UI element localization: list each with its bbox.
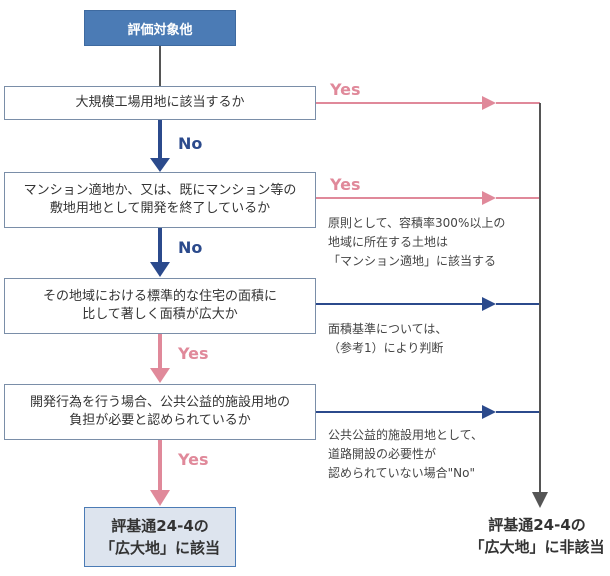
- question-1-line-1: 大規模工場用地に該当するか: [75, 95, 245, 110]
- result-applicable-line-2: 「広大地」に該当: [99, 539, 220, 557]
- q3-yes-label: Yes: [178, 344, 209, 363]
- note-area-criteria: 面積基準については、 （参考1）により判断: [328, 320, 447, 358]
- q2-yes-label: Yes: [330, 175, 361, 194]
- note-mansion-criteria: 原則として、容積率300%以上の 地域に所在する土地は 「マンション適地」に該当…: [328, 214, 505, 271]
- question-3-line-1: その地域における標準的な住宅の面積に: [42, 289, 277, 304]
- question-4-line-2: 負担が必要と認められているか: [69, 413, 251, 428]
- note-3-line-3: 認められていない場合"No": [328, 466, 475, 480]
- q4-yes-label: Yes: [178, 450, 209, 469]
- note-3-line-1: 公共公益的施設用地として、: [328, 428, 484, 442]
- arrowhead-q1-yes: [482, 96, 496, 110]
- arrowhead-q2-q3: [150, 262, 170, 277]
- arrowhead-q3-q4: [150, 368, 170, 383]
- arrowhead-q3-no: [482, 297, 496, 311]
- arrowhead-not-applicable: [532, 492, 548, 508]
- question-box-3: その地域における標準的な住宅の面積に 比して著しく面積が広大か: [4, 278, 316, 334]
- note-1-line-2: 地域に所在する土地は: [328, 235, 449, 249]
- result-not-applicable-line-2: 「広大地」に非該当: [469, 538, 605, 556]
- result-not-applicable: 評基通24-4の 「広大地」に非該当: [462, 514, 610, 558]
- q1-yes-label: Yes: [330, 80, 361, 99]
- question-2-line-1: マンション適地か、又は、既にマンション等の: [23, 183, 297, 198]
- question-2-line-2: 敷地用地として開発を終了しているか: [49, 201, 271, 216]
- result-applicable: 評基通24-4の 「広大地」に該当: [84, 507, 236, 567]
- start-node: 評価対象他: [84, 10, 236, 46]
- note-1-line-1: 原則として、容積率300%以上の: [328, 216, 506, 230]
- result-not-applicable-line-1: 評基通24-4の: [488, 516, 586, 534]
- question-box-1: 大規模工場用地に該当するか: [4, 86, 316, 120]
- note-1-line-3: 「マンション適地」に該当する: [328, 254, 497, 268]
- arrowhead-q4-end: [150, 490, 170, 506]
- result-applicable-line-1: 評基通24-4の: [111, 517, 209, 535]
- q2-no-label: No: [178, 238, 203, 257]
- q1-no-label: No: [178, 134, 203, 153]
- note-2-line-2: （参考1）により判断: [328, 341, 444, 355]
- note-public-facility: 公共公益的施設用地として、 道路開設の必要性が 認められていない場合"No": [328, 426, 483, 483]
- question-box-4: 開発行為を行う場合、公共公益的施設用地の 負担が必要と認められているか: [4, 384, 316, 440]
- question-3-line-2: 比して著しく面積が広大か: [82, 307, 238, 322]
- question-box-2: マンション適地か、又は、既にマンション等の 敷地用地として開発を終了しているか: [4, 172, 316, 228]
- arrowhead-q2-yes: [482, 191, 496, 205]
- note-2-line-1: 面積基準については、: [328, 322, 448, 336]
- note-3-line-2: 道路開設の必要性が: [328, 447, 437, 461]
- arrowhead-q4-no: [482, 405, 496, 419]
- question-4-line-1: 開発行為を行う場合、公共公益的施設用地の: [29, 395, 290, 410]
- arrowhead-q1-q2: [150, 158, 170, 172]
